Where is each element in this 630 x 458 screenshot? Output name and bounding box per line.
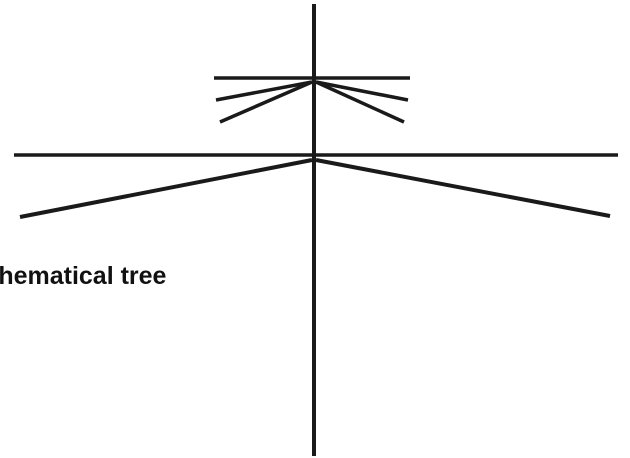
upper-right-branch-2 (315, 80, 405, 124)
upper-left-branch-2 (219, 80, 313, 124)
lower-right-branch (315, 158, 611, 218)
upper-right-branch-1 (315, 80, 409, 102)
diagram-caption: thematical tree (0, 262, 167, 290)
lower-left-branch (19, 158, 313, 219)
upper-left-branch-1 (215, 80, 313, 102)
